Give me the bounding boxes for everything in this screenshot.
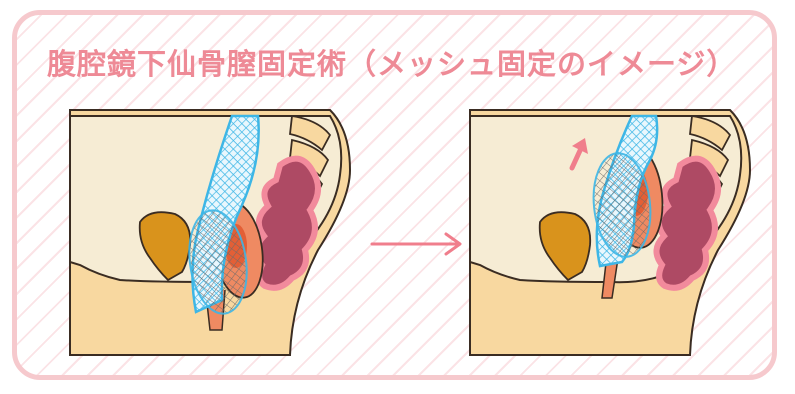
pelvis-before-illustration [70, 110, 350, 355]
right-arrow-icon [372, 234, 460, 254]
pelvis-after-illustration [470, 110, 750, 355]
